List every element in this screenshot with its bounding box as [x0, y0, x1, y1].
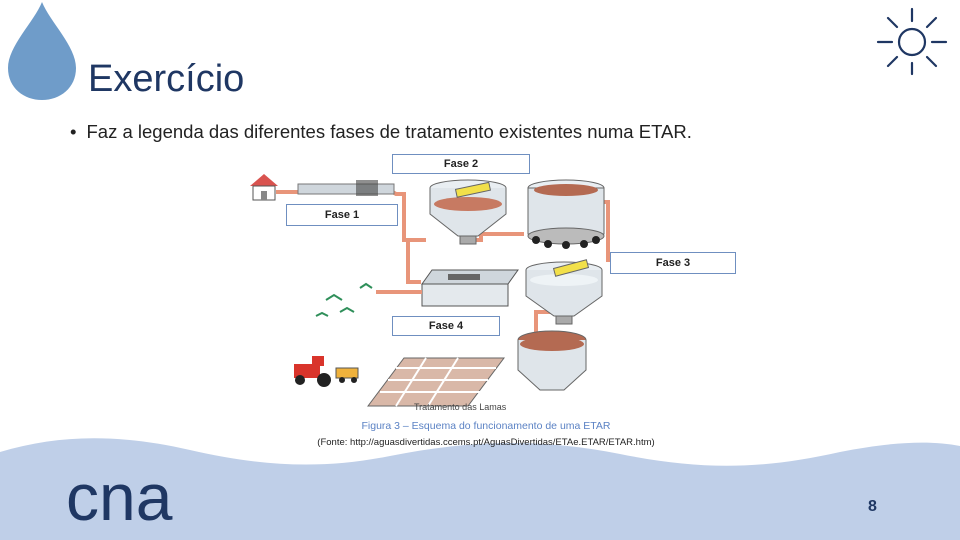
house-icon — [250, 174, 278, 201]
figure-caption: Figura 3 – Esquema do funcionamento de u… — [361, 420, 611, 432]
sludge-treatment-label: Tratamento das Lamas — [414, 402, 507, 412]
bullet-text: • Faz a legenda das diferentes fases de t… — [70, 121, 692, 143]
bullet-marker: • — [70, 121, 77, 142]
cna-logo: cna — [66, 460, 173, 534]
sludge-drying-beds — [367, 357, 505, 407]
birds-icon — [315, 282, 373, 317]
water-drop-icon — [8, 2, 76, 100]
etar-diagram: Tratamento das Lamas Fase 1 Fase 2 Fase … — [236, 152, 736, 414]
phase-3-label: Fase 3 — [610, 252, 736, 274]
sludge-digester — [517, 330, 587, 391]
secondary-settler — [525, 259, 603, 325]
phase-2-label: Fase 2 — [392, 154, 530, 174]
phase-4-label: Fase 4 — [392, 316, 500, 336]
page-number: 8 — [868, 498, 877, 515]
wave-decoration — [0, 438, 960, 540]
slide-title: Exercício — [88, 58, 245, 100]
primary-settler — [429, 179, 507, 245]
sun-icon — [876, 7, 948, 76]
disinfection-tank — [421, 269, 519, 307]
figure-source: (Fonte: http://aguasdivertidas.ccems.pt/… — [317, 437, 655, 448]
etar-diagram-drawing: Tratamento das Lamas — [250, 174, 610, 412]
biological-reactor — [527, 179, 605, 249]
bullet-label: Faz a legenda das diferentes fases de tr… — [86, 121, 692, 142]
tractor-icon — [294, 356, 359, 387]
phase-1-label: Fase 1 — [286, 204, 398, 226]
